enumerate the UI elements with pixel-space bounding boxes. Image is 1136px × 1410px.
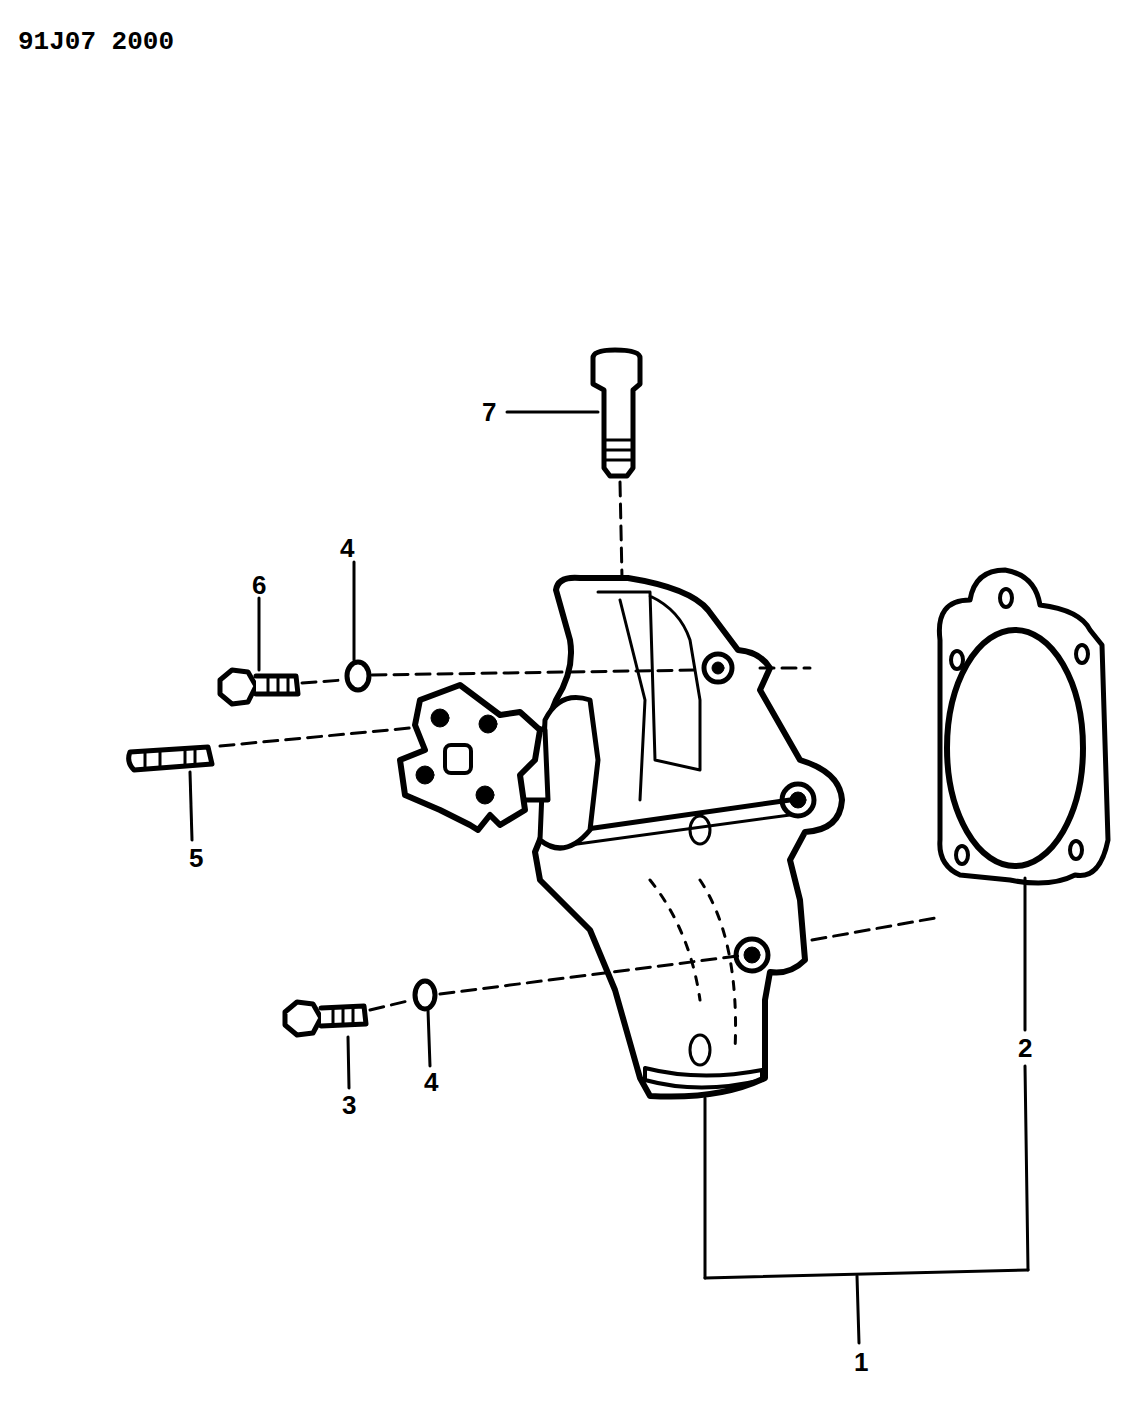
callout-number: 7 — [482, 399, 496, 425]
drawing-code: 91J07 2000 — [18, 29, 174, 55]
callout-number: 2 — [1018, 1035, 1032, 1061]
callout-number: 3 — [342, 1092, 356, 1118]
callout-number: 4 — [340, 535, 354, 561]
callout-number: 6 — [252, 572, 266, 598]
callout-number: 4 — [424, 1069, 438, 1095]
callout-number: 5 — [189, 845, 203, 871]
callout-number: 1 — [854, 1349, 868, 1375]
